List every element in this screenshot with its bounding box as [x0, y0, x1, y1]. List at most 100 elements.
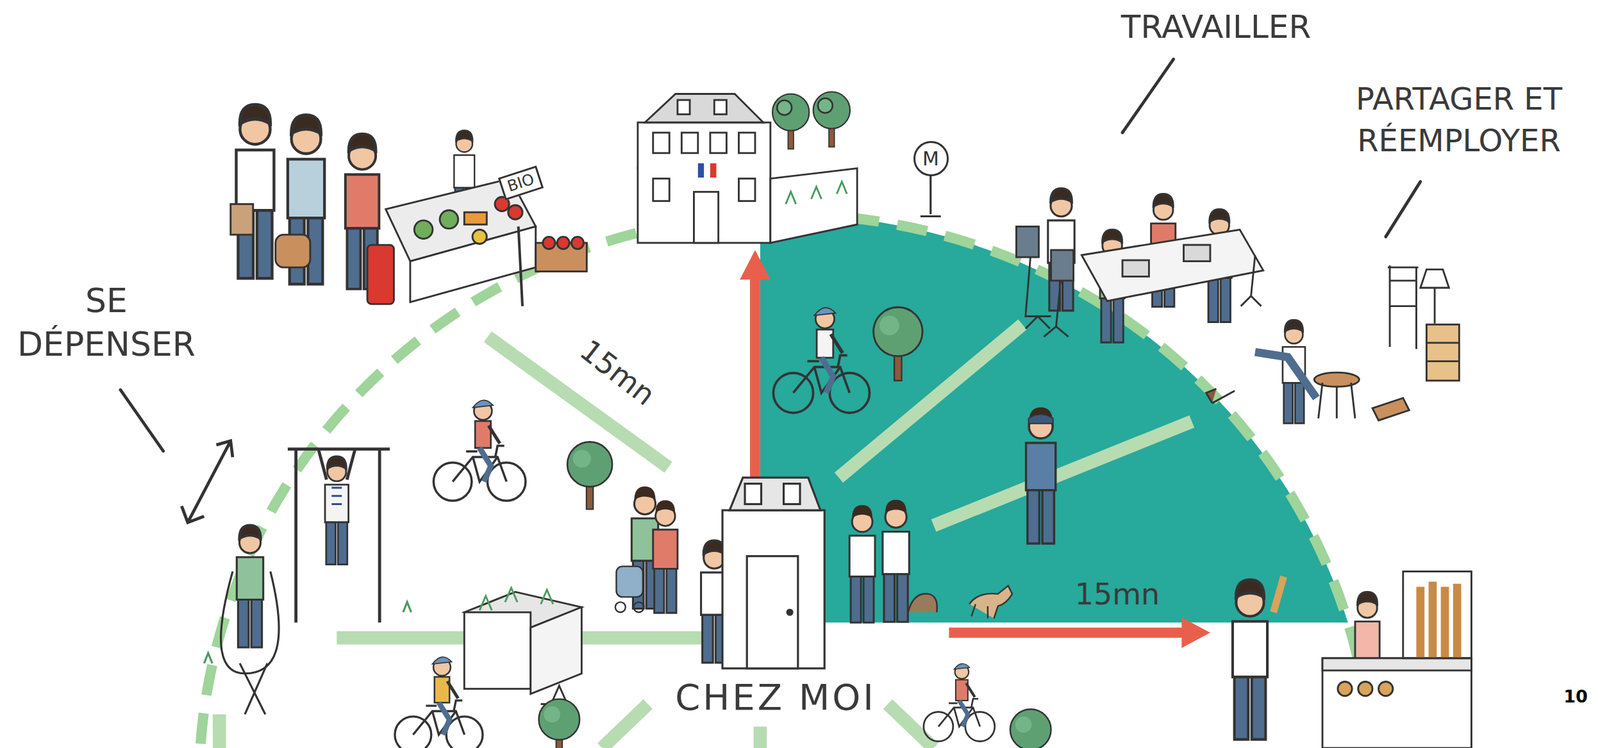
leader-lines	[1122, 58, 1174, 133]
home	[787, 609, 793, 615]
bakery	[1358, 682, 1373, 697]
coworking	[1025, 255, 1052, 329]
bakery	[1337, 682, 1352, 697]
bakery	[1273, 576, 1284, 613]
family	[616, 566, 643, 598]
red-arrows	[948, 627, 1184, 638]
repair-shop	[1255, 351, 1317, 399]
city-hall	[677, 100, 690, 115]
city-hall	[772, 93, 809, 149]
city-hall	[653, 132, 670, 154]
node-text: M	[922, 148, 940, 170]
market	[236, 104, 275, 279]
market	[230, 203, 254, 235]
trees	[873, 307, 923, 381]
cyclists	[773, 307, 870, 413]
home	[701, 477, 825, 669]
pedestrians	[849, 505, 875, 623]
bakery	[1420, 581, 1458, 658]
city-hall	[710, 163, 717, 178]
sport	[181, 441, 233, 523]
green-roads	[212, 714, 227, 748]
market	[367, 244, 394, 304]
bakery	[1232, 571, 1472, 748]
market	[464, 212, 487, 225]
home	[744, 483, 761, 505]
coworking	[1043, 275, 1068, 338]
market	[557, 236, 570, 249]
family	[615, 601, 626, 613]
sport	[239, 663, 268, 715]
market	[518, 226, 523, 306]
home	[729, 477, 821, 511]
cyclists	[394, 307, 995, 748]
leader-lines	[120, 389, 164, 452]
city-hall	[644, 93, 764, 123]
repair-shop	[1372, 398, 1409, 421]
red-arrows	[739, 250, 771, 280]
sport	[203, 601, 411, 664]
coworking	[1122, 260, 1149, 277]
garden-shed	[530, 607, 583, 694]
repair-shop	[1426, 342, 1459, 362]
trees	[538, 307, 1051, 748]
home-label: CHEZ MOI	[675, 676, 877, 718]
city-hall	[710, 132, 727, 154]
bakery	[1232, 580, 1268, 740]
cyclists	[433, 400, 526, 501]
coworking	[1241, 255, 1262, 307]
repair-shop	[1206, 265, 1460, 424]
metro-sign	[920, 175, 942, 217]
node-text: BIO	[505, 170, 537, 195]
leader-lines	[120, 58, 1421, 451]
bakery	[1322, 658, 1472, 671]
bakery	[1322, 658, 1472, 748]
garden-shed	[464, 587, 582, 704]
coworking	[1016, 226, 1039, 258]
police-officer	[1026, 407, 1056, 544]
sport	[236, 525, 263, 648]
repair-shop	[1314, 372, 1359, 387]
green-roads	[753, 726, 768, 748]
trees	[538, 699, 580, 748]
repair-shop	[1426, 324, 1459, 381]
section-label: PARTAGER ET RÉEMPLOYER	[1330, 78, 1588, 162]
repair-shop	[1387, 265, 1419, 350]
repair-shop	[1206, 389, 1236, 404]
repair-shop	[1318, 382, 1356, 419]
teal-quarter	[760, 214, 1349, 623]
pedestrians	[908, 593, 938, 613]
coworking	[1051, 250, 1074, 281]
sport	[287, 449, 390, 624]
market	[472, 229, 487, 244]
city-hall	[770, 168, 858, 243]
coworking	[1016, 188, 1263, 343]
city-hall	[785, 181, 848, 204]
bakery	[1403, 571, 1472, 659]
organic-sign: BIO	[497, 165, 543, 201]
family	[633, 601, 645, 613]
section-label: SE DÉPENSER	[5, 279, 208, 367]
home	[746, 556, 799, 669]
city-hall	[738, 178, 755, 202]
coworking	[1048, 188, 1075, 311]
bakery	[1378, 682, 1393, 697]
green-roads	[601, 704, 649, 748]
sport	[331, 487, 342, 504]
police-officer	[1026, 407, 1056, 544]
green-roads	[887, 704, 934, 748]
teal-roads	[838, 324, 1023, 478]
city-hall	[637, 91, 858, 243]
market	[571, 236, 584, 249]
city-hall	[813, 91, 850, 147]
section-label: TRAVAILLER	[1121, 8, 1311, 47]
red-arrows	[1181, 617, 1211, 649]
repair-shop	[1433, 287, 1436, 324]
city-hall	[698, 163, 705, 178]
police-officer	[1028, 414, 1054, 424]
sport	[181, 441, 411, 715]
pedestrians	[882, 500, 909, 622]
coworking	[1081, 229, 1263, 301]
market	[439, 210, 459, 229]
